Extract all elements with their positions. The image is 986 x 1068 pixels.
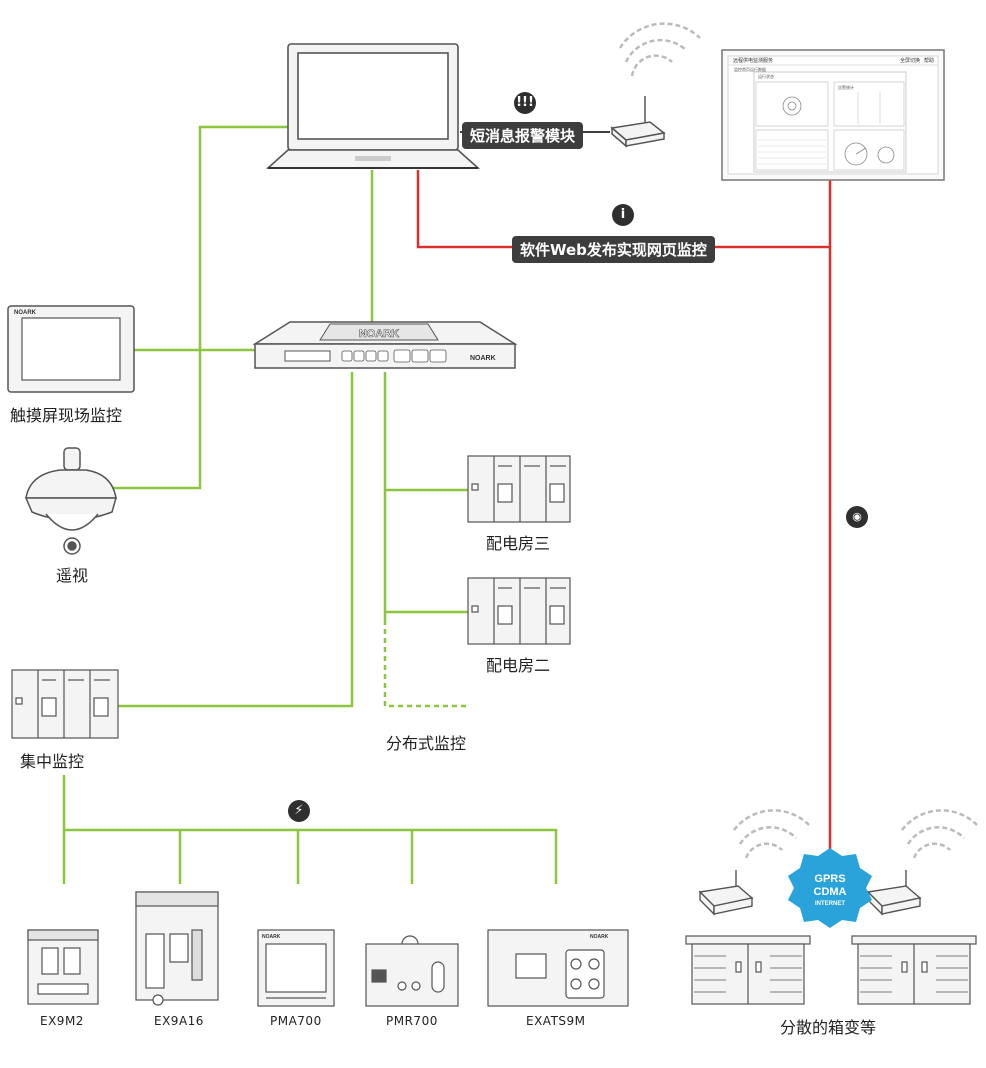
remote-view-label: 遥视	[56, 566, 89, 585]
antenna-icon: ◉	[846, 506, 868, 528]
gprs-cdma-badge: GPRS CDMA INTERNET	[788, 848, 872, 928]
box-substation-left	[685, 935, 811, 1005]
remote-modem-left	[698, 870, 754, 916]
dome-camera	[24, 447, 117, 555]
touch-screen-label: 触摸屏现场监控	[10, 406, 123, 425]
svg-text:帮助: 帮助	[924, 57, 934, 64]
central-label: 集中监控	[20, 752, 85, 771]
cabinet-room2	[467, 577, 571, 645]
model-exats9m: EXATS9M	[526, 1014, 586, 1028]
model-ex9m2: EX9M2	[40, 1014, 84, 1028]
svg-text:告警统计: 告警统计	[838, 84, 854, 90]
svg-text:CDMA: CDMA	[814, 886, 847, 898]
room3-label: 配电房三	[486, 534, 551, 553]
model-pmr700: PMR700	[386, 1014, 438, 1028]
model-ex9a16: EX9A16	[154, 1014, 204, 1028]
lightning-icon: ⚡	[288, 800, 310, 822]
svg-text:全屏切换: 全屏切换	[900, 57, 920, 64]
remote-modem-right	[866, 870, 922, 916]
device-pmr700	[365, 935, 459, 1007]
svg-text:NOARK: NOARK	[470, 355, 496, 362]
web-publish-label: 软件Web发布实现网页监控	[512, 236, 715, 263]
green-links	[62, 125, 558, 884]
svg-text:NOARK: NOARK	[359, 328, 399, 340]
svg-text:NOARK: NOARK	[590, 934, 609, 940]
network-switch: NOARK NOARK	[252, 321, 518, 369]
cabinet-room3	[467, 455, 571, 523]
model-pma700: PMA700	[270, 1014, 322, 1028]
svg-text:GPRS: GPRS	[814, 873, 845, 885]
device-ex9a16	[135, 891, 219, 1006]
alarm-icon: !!!	[514, 92, 536, 114]
svg-text:INTERNET: INTERNET	[815, 901, 845, 907]
wireless-waves-icon	[618, 22, 701, 77]
distributed-label: 分布式监控	[386, 734, 467, 753]
touch-screen-device: NOARK	[7, 305, 135, 393]
distributed-dashed-link	[383, 620, 468, 708]
cabinet-central	[11, 669, 119, 739]
device-pma700: NOARK	[257, 929, 335, 1007]
device-exats9m: NOARK	[487, 929, 629, 1007]
svg-text:NOARK: NOARK	[14, 310, 37, 316]
wireless-waves-icon	[733, 809, 979, 859]
sms-module-label: 短消息报警模块	[462, 122, 584, 149]
web-monitor-screen: 远程供电监测服务 全屏切换 帮助 监控首页 运行数据 运行状态 告警统计	[721, 49, 945, 181]
svg-text:监控首页: 监控首页	[734, 66, 750, 72]
laptop	[265, 43, 481, 169]
scattered-label: 分散的箱变等	[780, 1018, 877, 1037]
room2-label: 配电房二	[486, 656, 551, 675]
screen-title: 远程供电监测服务	[733, 57, 773, 64]
svg-text:运行状态: 运行状态	[758, 73, 774, 79]
box-substation-right	[851, 935, 977, 1005]
svg-text:NOARK: NOARK	[262, 934, 281, 940]
device-ex9m2	[27, 929, 99, 1005]
sms-modem-device	[610, 96, 666, 148]
svg-text:运行数据: 运行数据	[750, 66, 766, 72]
info-icon: i	[612, 204, 634, 226]
red-links	[416, 170, 832, 880]
